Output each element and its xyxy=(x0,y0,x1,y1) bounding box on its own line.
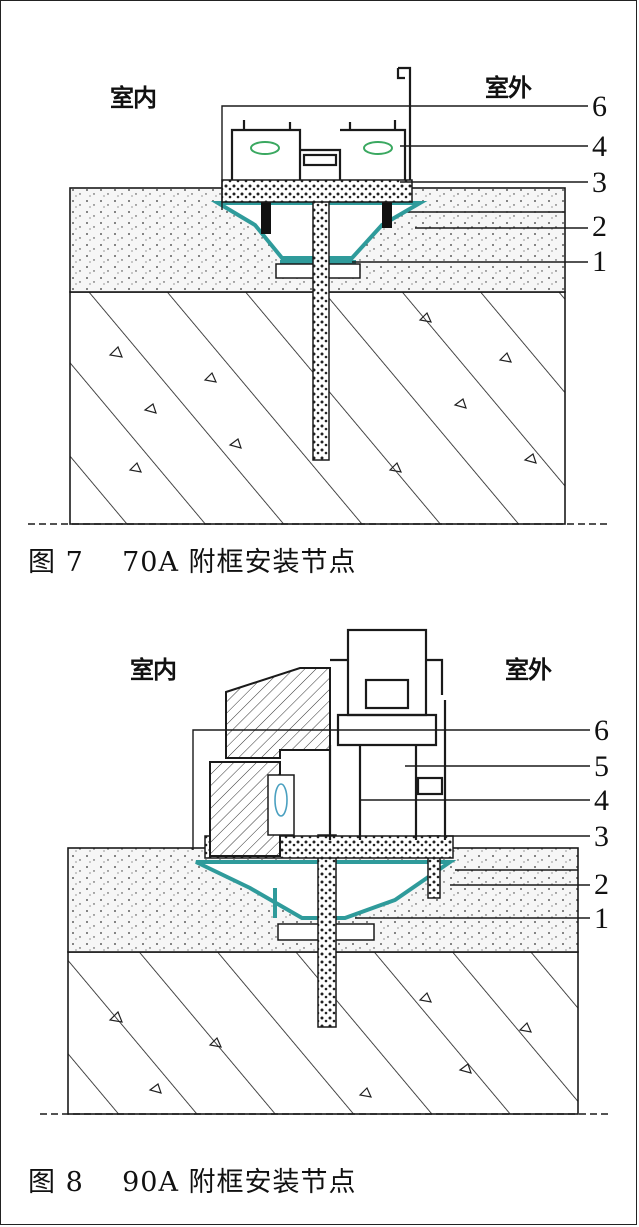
callout-2: 2 xyxy=(592,210,607,243)
window-frame-profile xyxy=(230,66,412,180)
leader-lines xyxy=(221,105,588,263)
callout-2: 2 xyxy=(594,868,609,901)
window-sash xyxy=(328,628,447,840)
figure-8-drawing xyxy=(40,628,611,1115)
figure-7-caption: 图 7 70A 附框安装节点 xyxy=(28,547,357,578)
callout-6: 6 xyxy=(592,90,607,123)
figure-8: 室内 室外 6 5 4 3 2 1 图 8 90A 附框安装节点 xyxy=(0,600,639,1227)
callout-4: 4 xyxy=(594,784,609,817)
anchor-screw xyxy=(312,199,330,461)
callout-5: 5 xyxy=(594,750,609,783)
callout-3: 3 xyxy=(594,820,609,853)
indoor-label: 室内 xyxy=(130,656,177,684)
interior-trim xyxy=(225,667,331,759)
callout-4: 4 xyxy=(592,130,607,163)
callout-1: 1 xyxy=(592,245,607,278)
callout-3: 3 xyxy=(592,166,607,199)
outdoor-label: 室外 xyxy=(505,656,552,684)
figure-7-drawing xyxy=(28,66,611,525)
figure-8-caption: 图 8 90A 附框安装节点 xyxy=(28,1167,357,1198)
anchor-screw xyxy=(317,834,337,1028)
figure-7: 室内 室外 6 4 3 2 1 图 7 70A 附框安装节点 xyxy=(0,0,639,600)
callout-6: 6 xyxy=(594,714,609,747)
indoor-label: 室内 xyxy=(110,84,157,112)
outdoor-label: 室外 xyxy=(485,74,532,102)
aggregate-marks xyxy=(108,311,537,473)
aggregate-marks xyxy=(108,991,533,1098)
leader-lines xyxy=(192,729,590,919)
callout-1: 1 xyxy=(594,902,609,935)
